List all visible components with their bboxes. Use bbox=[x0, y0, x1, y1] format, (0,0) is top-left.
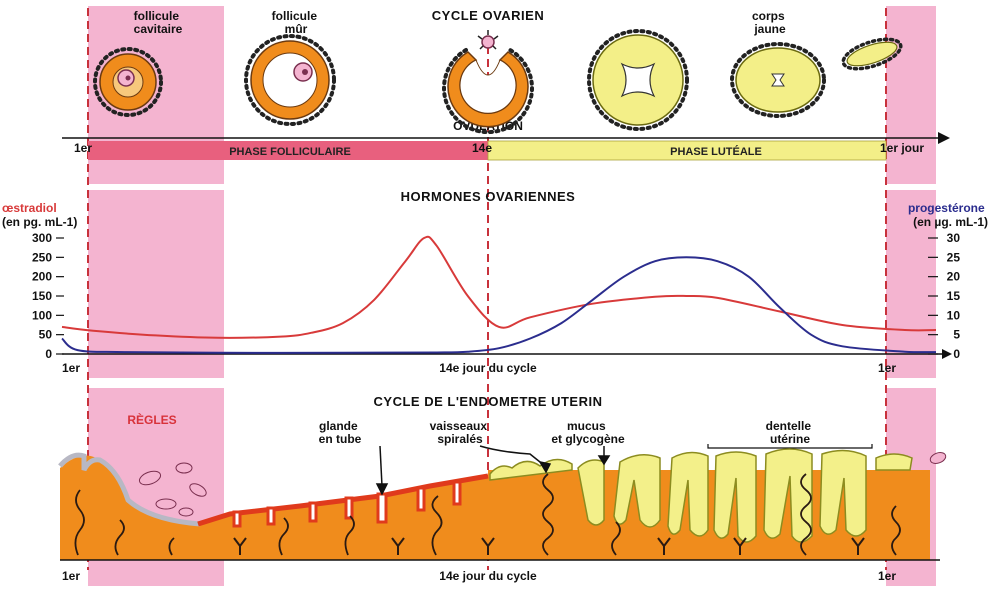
follicle-ovulation-cavity bbox=[459, 59, 517, 114]
dentelle-bracket bbox=[707, 444, 873, 449]
corpus-albicans-beads bbox=[841, 37, 903, 71]
follicle-mur bbox=[244, 34, 336, 126]
released-oocyte-rays bbox=[477, 30, 499, 50]
corpus-luteum-medium-core bbox=[771, 73, 785, 87]
left-tick-label: 0 bbox=[45, 347, 52, 361]
uterine-x-end: 1er bbox=[878, 569, 896, 583]
label-follicule-cavitaire: follicule cavitaire bbox=[134, 9, 183, 36]
basal-glands-y bbox=[233, 537, 865, 555]
label-follicule-mur: follicule mûr bbox=[272, 9, 321, 36]
follicle-mur-antrum bbox=[262, 52, 318, 108]
timeline-start-label: 1er bbox=[74, 141, 92, 155]
secretory-glands bbox=[489, 448, 913, 543]
phase-luteal-label: PHASE LUTÉALE bbox=[670, 145, 762, 158]
endometrium-tissue bbox=[60, 455, 930, 560]
estradiol-axis-label: œstradiol (en pg. mL-1) bbox=[2, 201, 77, 229]
progesterone-axis-label: progestérone (en µg. mL-1) bbox=[908, 201, 988, 229]
label-glande: glande en tube bbox=[319, 419, 362, 446]
released-oocyte bbox=[481, 35, 495, 49]
left-tick-label: 250 bbox=[32, 250, 52, 264]
ovarian-timeline-arrow bbox=[938, 132, 950, 144]
left-tick-label: 50 bbox=[39, 328, 53, 342]
label-vaisseaux: vaisseaux spiralés bbox=[430, 419, 491, 446]
corpus-albicans-body bbox=[846, 41, 898, 67]
corpus-luteum-large-core bbox=[620, 62, 656, 98]
follicle-cavitaire-beads bbox=[93, 47, 163, 117]
right-tick-label: 30 bbox=[947, 231, 961, 245]
right-tick-label: 15 bbox=[947, 289, 961, 303]
uterine-title: CYCLE DE L'ENDOMETRE UTERIN bbox=[374, 394, 603, 409]
follicle-mur-nucleus bbox=[302, 69, 308, 75]
follicle-mur-beads bbox=[244, 34, 336, 126]
corpus-luteum-large bbox=[587, 29, 689, 131]
hormones-x-end: 1er bbox=[878, 361, 896, 375]
tube-glands bbox=[232, 480, 462, 528]
left-tick-label: 300 bbox=[32, 231, 52, 245]
corpus-luteum-medium-beads bbox=[730, 42, 826, 118]
estradiol-line bbox=[61, 235, 937, 339]
left-tick-label: 200 bbox=[32, 270, 52, 284]
phase-follicular-label: PHASE FOLLICULAIRE bbox=[229, 146, 351, 158]
hormones-x-mid: 14e jour du cycle bbox=[439, 361, 537, 375]
right-tick-label: 0 bbox=[953, 347, 960, 361]
panel-separator-2 bbox=[60, 378, 940, 388]
phase-follicular-bar bbox=[88, 141, 488, 160]
label-dentelle: dentelle utérine bbox=[766, 419, 815, 446]
spiral-arteries bbox=[74, 473, 901, 556]
left-tick-label: 150 bbox=[32, 289, 52, 303]
menses-debris bbox=[138, 452, 947, 517]
label-corps-jaune: corps jaune bbox=[752, 9, 788, 36]
right-tick-label: 5 bbox=[953, 328, 960, 342]
corpus-luteum-large-beads bbox=[587, 29, 689, 131]
phase-luteal-bar bbox=[487, 140, 887, 161]
follicle-ovulation bbox=[442, 30, 534, 135]
hormones-x-start: 1er bbox=[62, 361, 80, 375]
uterine-x-start: 1er bbox=[62, 569, 80, 583]
uterine-x-mid: 14e jour du cycle bbox=[439, 569, 537, 583]
follicle-cavitaire-nucleus bbox=[125, 75, 131, 81]
label-arrows bbox=[375, 445, 611, 496]
right-tick-label: 10 bbox=[947, 308, 961, 322]
regenerating-surface bbox=[197, 473, 489, 527]
timeline-end-label: 1er jour bbox=[880, 141, 924, 155]
label-regles: RÈGLES bbox=[127, 412, 176, 427]
follicle-ovulation-beads bbox=[442, 48, 534, 135]
follicle-cavitaire bbox=[93, 47, 163, 117]
ovarian-title: CYCLE OVARIEN bbox=[432, 8, 544, 23]
hormones-chart: 0 50 100 150 200 250 300 0 5 10 15 20 25 30 bbox=[32, 231, 960, 361]
residual-epithelium bbox=[58, 452, 201, 527]
hormones-title: HORMONES OVARIENNES bbox=[401, 189, 576, 204]
label-mucus: mucus et glycogène bbox=[551, 419, 625, 446]
corpus-albicans bbox=[841, 37, 903, 71]
right-tick-label: 25 bbox=[947, 250, 961, 264]
hormones-x-axis-arrow bbox=[942, 349, 952, 359]
left-tick-label: 100 bbox=[32, 308, 52, 322]
timeline-mid-label: 14e bbox=[472, 141, 492, 155]
right-tick-label: 20 bbox=[947, 270, 961, 284]
corpus-luteum-medium bbox=[730, 42, 826, 118]
panel-separator-1 bbox=[60, 184, 940, 190]
progesterone-line bbox=[61, 256, 937, 354]
